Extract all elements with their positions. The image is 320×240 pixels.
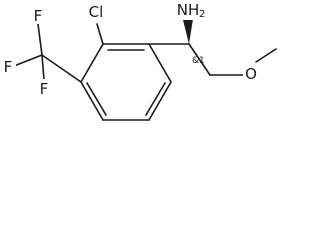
atom-o-label: O — [245, 65, 257, 83]
atom-cl-label: Cl — [89, 3, 104, 21]
atom-f-left-label: F — [4, 58, 13, 76]
ring-bond-2 — [148, 43, 172, 83]
ring-double-bond-2 — [145, 82, 166, 116]
bond-cf3-f-left — [13, 54, 43, 67]
bond-c2-cl — [96, 23, 104, 45]
atom-f-top: F — [30, 6, 46, 25]
atom-f-bottom: F — [36, 79, 52, 98]
atom-nh2-subscript: 2 — [199, 9, 205, 20]
bond-o-ch3 — [255, 48, 277, 63]
ring-double-bond-3 — [86, 82, 107, 116]
bond-cf3-f-bottom — [41, 54, 45, 81]
wedge-bond-stereocenter-n — [183, 19, 193, 44]
atom-nh2-label: NH — [177, 1, 200, 19]
ring-bond-5 — [80, 81, 104, 121]
atom-nh2: NH 2 — [176, 0, 210, 20]
atom-o: O — [243, 64, 259, 84]
bond-ring-cf3 — [41, 54, 82, 83]
benzene-ring — [80, 43, 172, 121]
atom-cl: Cl — [82, 3, 110, 22]
bond-stereocenter-ch2 — [188, 43, 211, 76]
stereo-label: &1 — [192, 56, 205, 66]
molecule-structure-diagram: F F F Cl NH 2 O &1 — [0, 0, 277, 121]
bond-cf3-f-top — [37, 23, 43, 56]
atom-f-left: F — [0, 58, 16, 76]
ring-bond-6 — [80, 43, 104, 83]
atom-f-top-label: F — [34, 7, 43, 25]
atom-f-bottom-label: F — [40, 80, 49, 98]
ring-bond-3 — [148, 81, 172, 121]
